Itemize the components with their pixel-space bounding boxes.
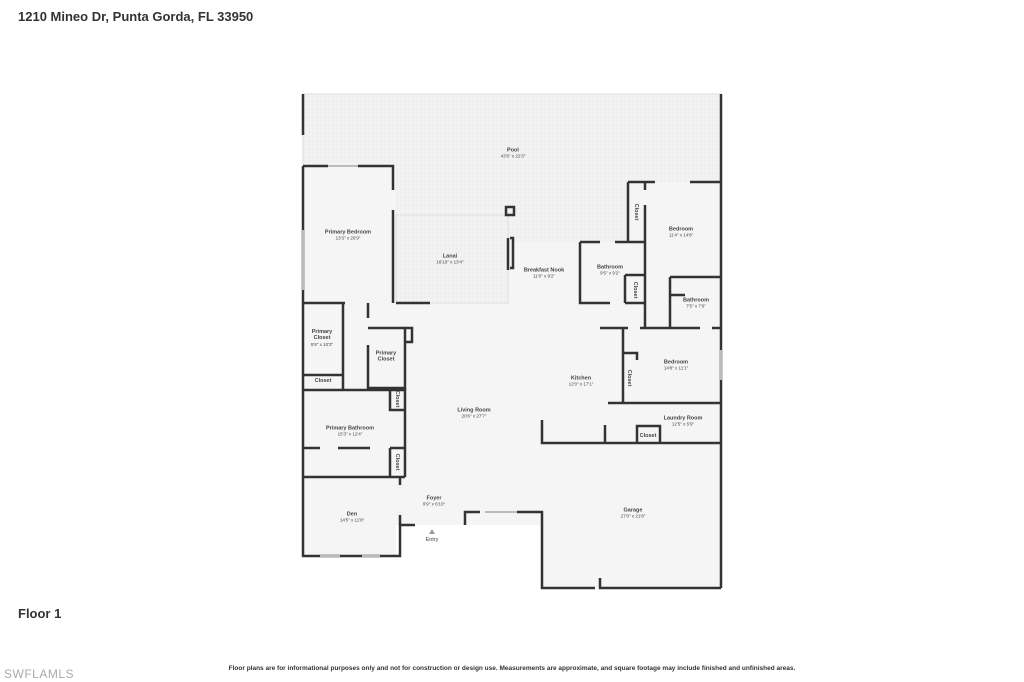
walls: [301, 94, 723, 590]
interior-floor: [303, 166, 721, 588]
entry-arrow-icon: [429, 529, 435, 534]
closet-label: Closet: [394, 453, 401, 471]
page-title: 1210 Mineo Dr, Punta Gorda, FL 33950: [18, 9, 254, 24]
room-primary-closet-2: Primary Closet: [375, 350, 397, 363]
windows: [302, 165, 722, 557]
closet-label: Closet: [314, 377, 332, 384]
closet-label: Closet: [639, 432, 657, 439]
closet-label: Closet: [632, 281, 639, 299]
floor-label: Floor 1: [18, 606, 62, 621]
closet-label: Closet: [626, 369, 633, 387]
disclaimer: Floor plans are for informational purpos…: [228, 665, 796, 672]
closet-label: Closet: [633, 203, 640, 221]
entry-label: Entry: [425, 537, 439, 543]
closet-label: Closet: [394, 390, 401, 408]
lanai-area: [395, 214, 509, 304]
watermark-logo: SWFLAMLS: [4, 667, 75, 681]
